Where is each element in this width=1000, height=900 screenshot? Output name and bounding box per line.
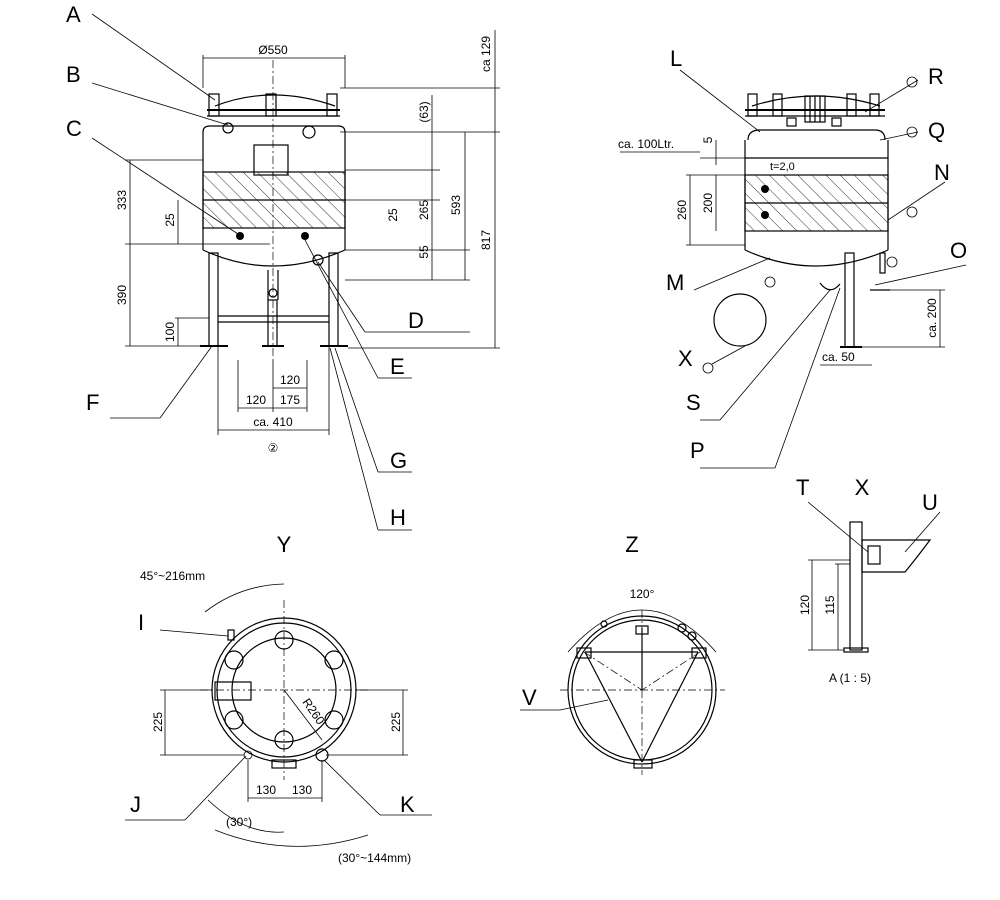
dim-225a: 225 (151, 712, 165, 732)
callout-x-detail: X (855, 475, 870, 500)
callout-i: I (138, 610, 144, 635)
dim-120b: 120 (280, 373, 300, 387)
callout-b: B (66, 62, 81, 87)
dim-ca100ltr: ca. 100Ltr. (618, 137, 674, 151)
dim-angle120: 120° (630, 587, 655, 601)
callout-t: T (796, 475, 809, 500)
dim-200: 200 (701, 193, 715, 213)
section-mark: ② (268, 441, 279, 455)
dim-diameter: Ø550 (258, 43, 288, 57)
dim-333: 333 (115, 190, 129, 210)
bottom-view-z: Z 120° (560, 532, 725, 775)
callout-h: H (390, 505, 406, 530)
dim-angle1: 45°~216mm (140, 569, 205, 583)
bottom-callouts: V (520, 685, 609, 711)
dim-ca410: ca. 410 (253, 415, 293, 429)
dim-ca200: ca. 200 (925, 298, 939, 338)
callout-s: S (686, 390, 701, 415)
callout-d: D (408, 308, 424, 333)
dim-175: 175 (280, 393, 300, 407)
dim-260: 260 (675, 200, 689, 220)
dim-593: 593 (449, 195, 463, 215)
callout-l: L (670, 46, 682, 71)
dim-t20: t=2,0 (770, 161, 795, 173)
callout-f: F (86, 390, 99, 415)
callout-u: U (922, 490, 938, 515)
callout-r: R (928, 64, 944, 89)
callout-k: K (400, 792, 415, 817)
dim-r260: R260 (300, 696, 328, 728)
dim-390: 390 (115, 285, 129, 305)
dim-100: 100 (163, 322, 177, 342)
dim-ca129: ca 129 (479, 36, 493, 72)
dim-25a: 25 (163, 213, 177, 227)
side-view: t=2,0 ca. 100Ltr. 5 260 200 ca. 200 ca. … (618, 76, 945, 374)
callout-e: E (390, 354, 405, 379)
callout-j: J (130, 792, 141, 817)
front-view: Ø550 ca 129 (63) 265 25 55 593 817 333 2… (115, 30, 500, 455)
callout-n: N (934, 160, 950, 185)
dim-63: (63) (417, 101, 431, 122)
dim-ca50: ca. 50 (822, 350, 855, 364)
dim-265: 265 (417, 200, 431, 220)
callout-g: G (390, 448, 407, 473)
callout-q: Q (928, 118, 945, 143)
dim-25b: 25 (386, 208, 400, 222)
top-callouts: I J K (125, 610, 432, 821)
dim-130a: 130 (256, 783, 276, 797)
dim-120a: 120 (246, 393, 266, 407)
callout-x-side: X (678, 346, 693, 371)
side-callouts: L R Q N O M X S P (666, 46, 967, 469)
view-label-y: Y (277, 532, 292, 557)
dim-130b: 130 (292, 783, 312, 797)
top-view-y: Y R260 45°~216mm 225 225 130 130 (140, 532, 411, 865)
detail-a: X 120 115 A (1 : 5) T U (796, 475, 941, 685)
callout-p: P (690, 438, 705, 463)
detail-scale-label: A (1 : 5) (829, 671, 871, 685)
callout-o: O (950, 238, 967, 263)
callout-c: C (66, 116, 82, 141)
dim-detail-120: 120 (798, 595, 812, 615)
view-label-z: Z (625, 532, 638, 557)
callout-a: A (66, 2, 81, 27)
dim-angle30: (30°) (226, 815, 252, 829)
front-callouts: A B C D E F G H (66, 2, 470, 531)
dim-detail-115: 115 (823, 595, 837, 614)
callout-m: M (666, 270, 684, 295)
dim-5: 5 (701, 136, 715, 143)
callout-v: V (522, 685, 537, 710)
dim-817: 817 (479, 230, 493, 250)
dim-angle2: (30°~144mm) (338, 851, 411, 865)
dim-55: 55 (417, 245, 431, 259)
dim-225b: 225 (389, 712, 403, 732)
